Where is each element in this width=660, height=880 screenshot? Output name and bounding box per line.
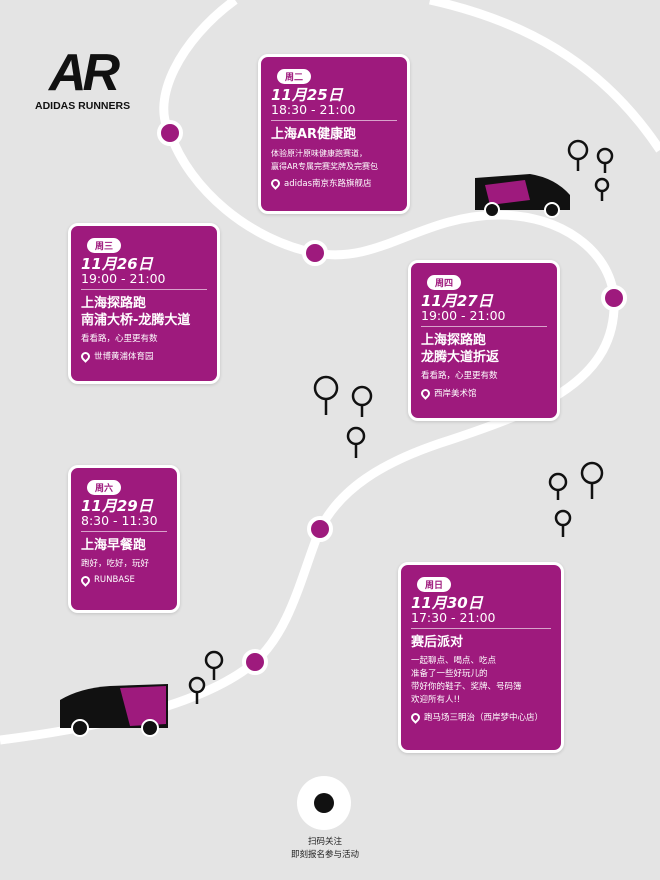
event-location: adidas南京东路旗舰店 xyxy=(284,179,372,189)
event-time: 17:30 - 21:00 xyxy=(411,611,551,629)
event-desc: 一起聊点、喝点、吃点 准备了一些好玩儿的 带好你的鞋子、奖牌、号码簿 欢迎所有人… xyxy=(411,656,522,705)
event-day: 周日 xyxy=(417,577,452,592)
qr-line2: 即刻报名参与活动 xyxy=(290,850,359,860)
event-desc: 体验原汁原味健康跑赛道， 赢得AR专属完赛奖牌及完赛包 xyxy=(271,149,379,171)
event-location: 跑马场三明治（西岸梦中心店） xyxy=(424,713,544,723)
location-pin-icon xyxy=(79,573,92,587)
event-card-wed[interactable]: 周三 11月26日 19:00 - 21:00 上海探路跑 南浦大桥-龙腾大道 … xyxy=(68,223,220,384)
event-time: 19:00 - 21:00 xyxy=(421,309,547,327)
event-desc: 看看路，心里更有数 xyxy=(421,371,498,381)
logo-mark: AR xyxy=(48,44,120,102)
qr-line1: 扫码关注 xyxy=(307,837,342,847)
qr-caption: 扫码关注 即刻报名参与活动 xyxy=(260,836,390,862)
event-card-sat[interactable]: 周六 11月29日 8:30 - 11:30 上海早餐跑 跑好，吃好，玩好 RU… xyxy=(68,465,180,613)
event-title: 上海探路跑 南浦大桥-龙腾大道 xyxy=(81,296,191,328)
event-card-sun[interactable]: 周日 11月30日 17:30 - 21:00 赛后派对 一起聊点、喝点、吃点 … xyxy=(398,562,564,753)
event-date: 11月27日 xyxy=(421,292,493,310)
event-title: 上海早餐跑 xyxy=(81,538,147,553)
qr-logo-icon xyxy=(314,793,334,813)
location-pin-icon xyxy=(79,349,92,363)
event-location: 西岸美术馆 xyxy=(434,389,477,399)
van-icon-bottom xyxy=(60,684,168,737)
event-day: 周二 xyxy=(277,69,312,84)
event-day: 周三 xyxy=(87,238,122,253)
event-location: 世博黄浦体育园 xyxy=(94,352,154,362)
event-time: 19:00 - 21:00 xyxy=(81,272,207,290)
location-pin-icon xyxy=(269,176,282,190)
location-pin-icon xyxy=(409,710,422,724)
event-date: 11月30日 xyxy=(411,594,483,612)
location-pin-icon xyxy=(419,386,432,400)
event-title: 上海探路跑 龙腾大道折返 xyxy=(421,333,500,365)
event-card-thu[interactable]: 周四 11月27日 19:00 - 21:00 上海探路跑 龙腾大道折返 看看路… xyxy=(408,260,560,421)
logo-name: ADIDAS RUNNERS xyxy=(35,100,131,112)
event-card-tue[interactable]: 周二 11月25日 18:30 - 21:00 上海AR健康跑 体验原汁原味健康… xyxy=(258,54,410,214)
van-icon-top xyxy=(475,174,570,218)
event-desc: 看看路，心里更有数 xyxy=(81,334,158,344)
event-date: 11月25日 xyxy=(271,86,343,104)
event-time: 18:30 - 21:00 xyxy=(271,103,397,121)
qr-code[interactable] xyxy=(297,776,351,830)
adidas-runners-logo: AR ADIDAS RUNNERS xyxy=(35,44,131,112)
event-title: 赛后派对 xyxy=(411,635,464,650)
event-time: 8:30 - 11:30 xyxy=(81,514,167,532)
event-location: RUNBASE xyxy=(94,575,135,585)
event-day: 周六 xyxy=(87,480,122,495)
route-dots xyxy=(157,120,627,675)
event-title: 上海AR健康跑 xyxy=(271,127,357,142)
event-date: 11月29日 xyxy=(81,497,153,515)
event-day: 周四 xyxy=(427,275,462,290)
event-date: 11月26日 xyxy=(81,255,153,273)
event-desc: 跑好，吃好，玩好 xyxy=(81,559,150,569)
tree-icons xyxy=(188,139,614,704)
